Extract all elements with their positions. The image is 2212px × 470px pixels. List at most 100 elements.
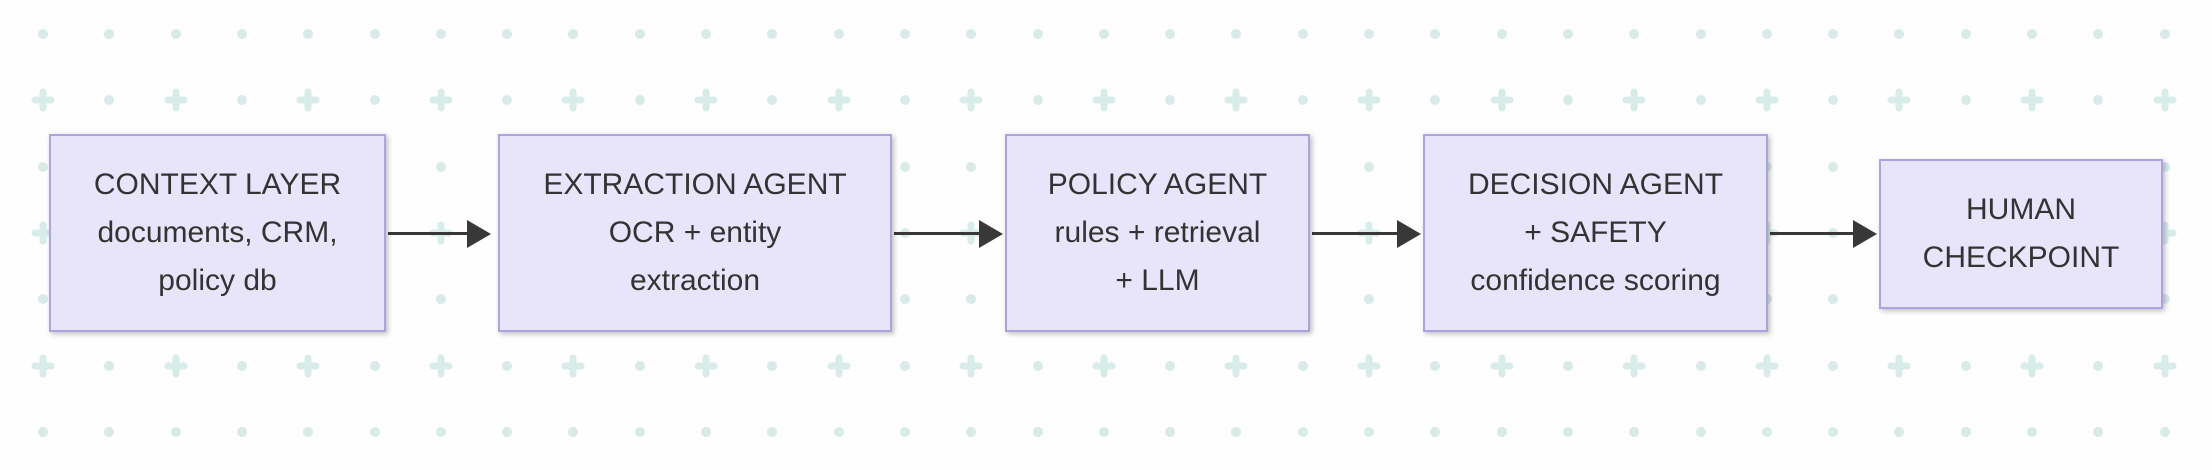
- pattern-dot: [369, 29, 380, 39]
- pattern-dot: [435, 161, 446, 172]
- pattern-dot: [435, 29, 446, 39]
- pattern-dot: [2159, 426, 2170, 437]
- pattern-dot: [502, 29, 513, 39]
- pattern-plus: [1092, 88, 1116, 112]
- pattern-dot: [1496, 29, 1507, 39]
- pattern-dot: [1828, 29, 1839, 39]
- pattern-dot: [767, 426, 778, 437]
- arrow-shaft: [1770, 232, 1853, 235]
- pattern-dot: [38, 29, 48, 39]
- pattern-dot: [767, 360, 778, 371]
- pattern-dot: [1430, 360, 1441, 371]
- arrow-context-to-extraction: [388, 219, 491, 248]
- pattern-dot: [1032, 360, 1043, 371]
- pattern-dot: [1297, 426, 1308, 437]
- pattern-dot: [1032, 29, 1043, 39]
- pattern-dot: [2159, 29, 2170, 39]
- pattern-dot: [899, 426, 910, 437]
- pattern-dot: [2093, 360, 2104, 371]
- pattern-plus: [1490, 88, 1514, 112]
- pattern-plus: [1622, 88, 1646, 112]
- pattern-plus: [827, 88, 851, 112]
- arrow-shaft: [1312, 232, 1397, 235]
- pattern-dot: [1430, 29, 1441, 39]
- pattern-plus: [296, 354, 320, 377]
- arrow-decision-to-human: [1770, 219, 1877, 248]
- pattern-dot: [1562, 426, 1573, 437]
- pattern-dot: [369, 360, 380, 371]
- pattern-plus: [1622, 354, 1646, 377]
- node-line: DECISION AGENT: [1467, 168, 1724, 201]
- pattern-dot: [2093, 426, 2104, 437]
- pattern-dot: [1562, 360, 1573, 371]
- pattern-plus: [561, 354, 585, 377]
- pattern-dot: [701, 29, 711, 39]
- pattern-plus: [1357, 354, 1381, 377]
- pattern-dot: [1761, 29, 1772, 39]
- pattern-dot: [1695, 29, 1706, 39]
- pattern-plus: [1887, 88, 1911, 112]
- pattern-plus: [1755, 354, 1779, 377]
- node-line: CHECKPOINT: [1922, 241, 2120, 274]
- arrowhead-icon: [979, 219, 1003, 248]
- node-human-checkpoint: HUMAN CHECKPOINT: [1879, 159, 2163, 309]
- node-line: + SAFETY: [1524, 216, 1667, 249]
- pattern-plus: [1490, 354, 1514, 377]
- pattern-dot: [2093, 29, 2104, 39]
- pattern-dot: [1960, 95, 1971, 106]
- pattern-plus: [429, 88, 453, 112]
- pattern-dot: [1828, 95, 1839, 106]
- pattern-dot: [369, 95, 380, 106]
- pattern-plus: [31, 221, 55, 245]
- node-line: documents, CRM,: [97, 216, 338, 249]
- pattern-dot: [502, 426, 513, 437]
- pattern-plus: [1755, 88, 1779, 112]
- pattern-dot: [104, 95, 115, 106]
- pattern-dot: [303, 29, 314, 39]
- arrow-shaft: [894, 232, 979, 235]
- pattern-dot: [634, 95, 645, 106]
- node-line: CONTEXT LAYER: [93, 168, 342, 201]
- pattern-dot: [1960, 426, 1971, 437]
- pattern-dot: [568, 426, 579, 437]
- pattern-dot: [38, 426, 48, 437]
- pattern-dot: [1297, 29, 1308, 39]
- pattern-dot: [833, 29, 844, 39]
- pattern-dot: [38, 294, 48, 305]
- pattern-dot: [1165, 426, 1176, 437]
- pattern-plus: [694, 354, 718, 377]
- pattern-dot: [634, 360, 645, 371]
- pattern-dot: [1165, 95, 1176, 106]
- pattern-plus: [1092, 354, 1116, 377]
- pattern-plus: [827, 354, 851, 377]
- pattern-dot: [2159, 161, 2170, 172]
- pattern-dot: [966, 426, 977, 437]
- pattern-dot: [1894, 426, 1905, 437]
- pattern-dot: [899, 95, 910, 106]
- pattern-dot: [2027, 426, 2037, 437]
- pattern-dot: [170, 29, 181, 39]
- pattern-dot: [833, 426, 844, 437]
- node-extraction-agent: EXTRACTION AGENT OCR + entity extraction: [498, 134, 892, 332]
- pattern-plus: [31, 88, 55, 112]
- node-line: + LLM: [1115, 264, 1200, 297]
- pattern-dot: [104, 360, 115, 371]
- pattern-plus: [1887, 354, 1911, 377]
- pattern-dot: [1562, 29, 1573, 39]
- pattern-plus: [959, 354, 983, 377]
- pattern-dot: [568, 29, 579, 39]
- pattern-dot: [236, 426, 247, 437]
- pattern-dot: [1364, 29, 1374, 39]
- pattern-dot: [701, 426, 711, 437]
- pattern-plus: [694, 88, 718, 112]
- node-line: rules + retrieval: [1054, 216, 1261, 249]
- pattern-dot: [1165, 29, 1176, 39]
- pattern-dot: [1364, 426, 1374, 437]
- pattern-plus: [164, 88, 188, 112]
- node-context-layer: CONTEXT LAYER documents, CRM, policy db: [49, 134, 386, 332]
- pattern-dot: [1032, 95, 1043, 106]
- pattern-dot: [1098, 29, 1109, 39]
- pattern-dot: [236, 29, 247, 39]
- node-line: extraction: [629, 264, 761, 297]
- pattern-dot: [1629, 29, 1640, 39]
